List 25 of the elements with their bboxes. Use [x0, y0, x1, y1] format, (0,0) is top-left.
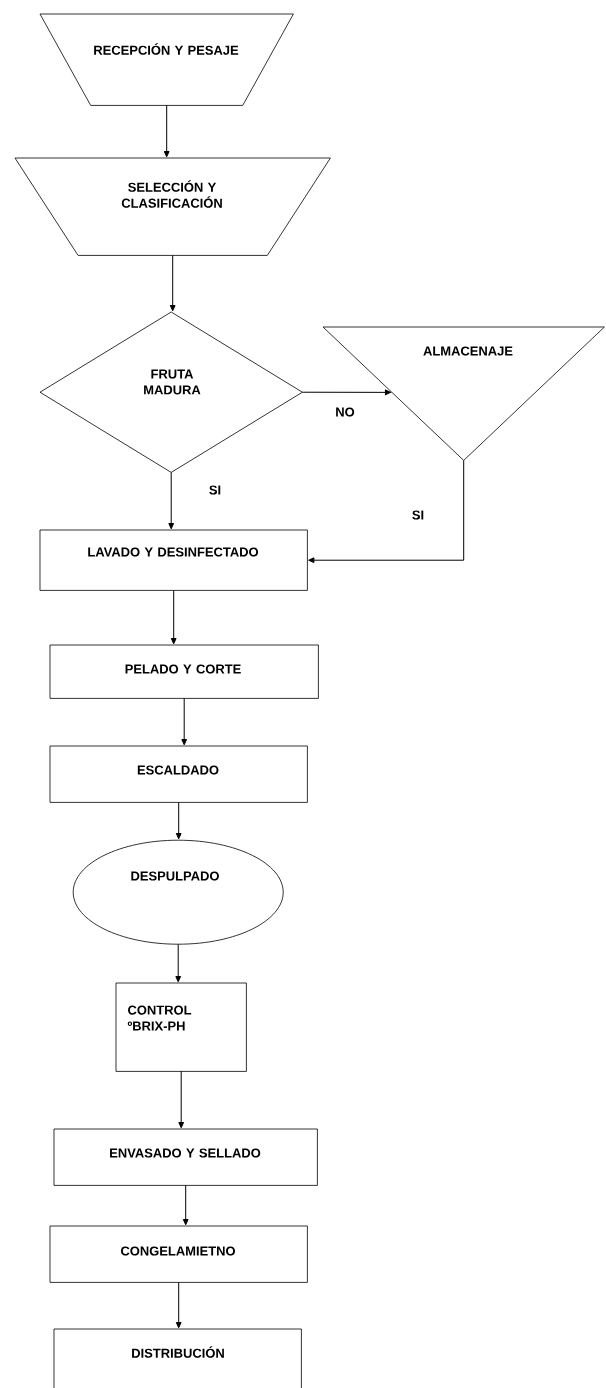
arrow: [168, 471, 175, 530]
process-box: LAVADO Y DESINFECTADO: [39, 529, 308, 591]
process-box: CONTROL ºBRIX-PH: [115, 982, 247, 1072]
process-box: CONGELAMIETNO: [49, 1225, 308, 1283]
edge-label: SI: [410, 509, 426, 521]
process-box: PELADO Y CORTE: [49, 644, 319, 699]
arrow: [170, 589, 177, 645]
arrow: [178, 1070, 185, 1129]
process-box: DISTRIBUCIÓN: [53, 1328, 302, 1388]
arrow: [163, 104, 170, 158]
arrow: [175, 801, 182, 840]
process-box: ENVASADO Y SELLADO: [53, 1128, 318, 1186]
arrow: [182, 1184, 189, 1226]
arrow: [169, 254, 176, 312]
arrow: [175, 1281, 182, 1329]
trapezoid-box: SELECCIÓN Y CLASIFICACIÓN: [14, 157, 331, 256]
arrow: [181, 697, 188, 746]
ellipse-box: DESPULPADO: [72, 839, 284, 945]
arrow: [308, 459, 465, 564]
edge-label: SI: [207, 484, 223, 496]
arrow: [175, 943, 182, 983]
trapezoid-box: RECEPCIÓN Y PESAJE: [39, 13, 294, 106]
edge-label: NO: [334, 406, 356, 418]
arrow: [301, 389, 392, 396]
process-box: ESCALDADO: [49, 745, 308, 803]
